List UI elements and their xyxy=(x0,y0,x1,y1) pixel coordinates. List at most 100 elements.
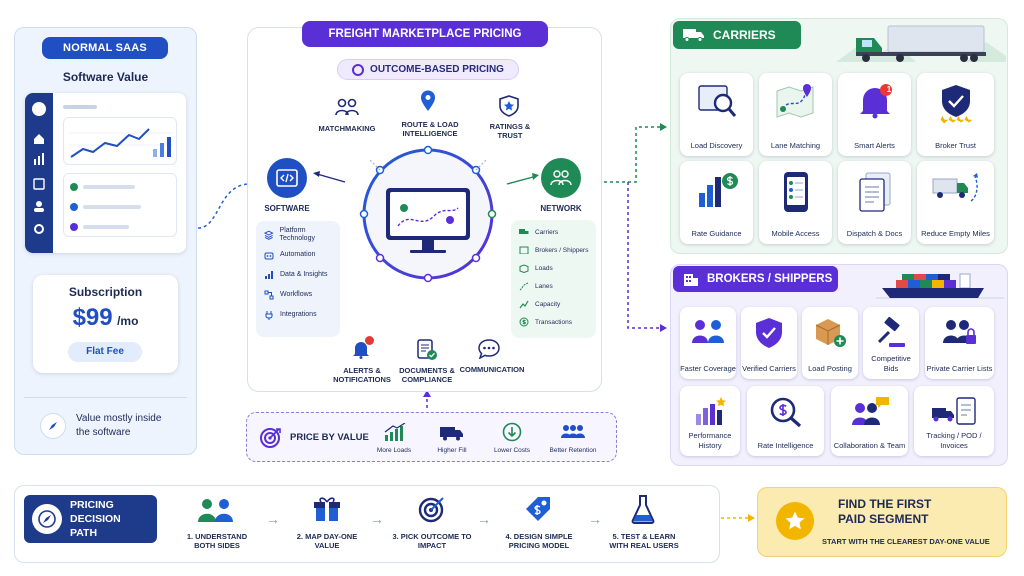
shield-check-icon xyxy=(940,85,972,123)
broker-tile-rate-intelligence: Rate Intelligence xyxy=(747,386,824,456)
arrow-icon: → xyxy=(477,511,491,527)
outcome-pricing-label: OUTCOME-BASED PRICING xyxy=(370,64,504,75)
ratings-icon xyxy=(499,95,519,117)
network-list: Carriers Brokers / Shippers Loads Lanes … xyxy=(511,220,596,338)
dashboard-list-card xyxy=(63,173,177,237)
sidebar-nav-icons xyxy=(33,134,45,234)
step-label: 5. TEST & LEARN WITH REAL USERS xyxy=(609,532,679,550)
tile-label: Collaboration & Team xyxy=(833,440,906,450)
tile-label: Dispatch & Docs xyxy=(846,228,903,238)
feature-row: Automation xyxy=(256,245,340,265)
tile-label: Lane Matching xyxy=(770,140,821,150)
broker-tile-verified-carriers: Verified Carriers xyxy=(741,307,797,379)
price-unit: /mo xyxy=(117,314,139,328)
private-team-icon xyxy=(942,320,976,344)
communication-icon xyxy=(478,339,500,359)
arrow-icon: → xyxy=(588,511,602,527)
bell-alert-icon xyxy=(859,84,892,119)
feature-row: Data & Insights xyxy=(256,265,340,285)
network-row: Loads xyxy=(511,259,596,277)
subscription-title: Subscription xyxy=(68,285,143,299)
feature-row: Workflows xyxy=(256,285,340,305)
price-row: $99 /mo xyxy=(33,304,178,332)
mobile-phone-icon xyxy=(783,172,808,212)
network-label: Loads xyxy=(535,264,553,272)
network-label: Brokers / Shippers xyxy=(535,246,589,254)
step3-target-icon xyxy=(418,497,444,523)
tile-label: Reduce Empty Miles xyxy=(921,228,990,238)
collaboration-icon xyxy=(851,397,889,425)
price-by-value-box xyxy=(246,412,617,462)
divider-line xyxy=(24,397,187,398)
compass-needle-icon xyxy=(49,422,57,430)
compass-icon xyxy=(32,504,62,534)
ratings-label: RATINGS & TRUST xyxy=(489,122,531,140)
alerts-label: ALERTS & NOTIFICATIONS xyxy=(333,366,391,384)
software-label: SOFTWARE xyxy=(264,204,310,213)
tile-label: Rate Intelligence xyxy=(757,440,814,450)
software-dashboard-mock xyxy=(25,93,186,253)
decision-path-header: PRICING DECISION PATH xyxy=(24,495,157,543)
box-icon xyxy=(519,263,529,273)
network-label: Capacity xyxy=(535,300,561,308)
rate-chart-icon xyxy=(698,173,738,207)
star-icon xyxy=(785,511,805,530)
tile-label: Faster Coverage xyxy=(680,363,736,373)
broker-tile-faster-coverage: Faster Coverage xyxy=(680,307,736,379)
carrier-tile-load-discovery: Load Discovery xyxy=(680,73,753,156)
building-icon xyxy=(684,274,698,286)
brokers-title: BROKERS / SHIPPERS xyxy=(707,273,833,285)
tile-label: Private Carrier Lists xyxy=(926,363,993,373)
alert-count: 1 xyxy=(886,85,892,94)
bar-chart-icon xyxy=(265,271,273,279)
bell-icon xyxy=(353,342,369,359)
hub-ring xyxy=(359,145,497,283)
price-by-value-label: PRICE BY VALUE xyxy=(290,432,369,443)
arrow-icon: → xyxy=(370,511,384,527)
trend-chart xyxy=(69,128,173,158)
feature-label: Data & Insights xyxy=(280,271,328,279)
step-label: 4. DESIGN SIMPLE PRICING MODEL xyxy=(505,532,573,550)
carrier-tile-broker-trust: Broker Trust xyxy=(917,73,994,156)
network-row: Lanes xyxy=(511,277,596,295)
step-label: 3. PICK OUTCOME TO IMPACT xyxy=(392,532,472,550)
carrier-tile-lane-matching: Lane Matching xyxy=(759,73,832,156)
carrier-tile-mobile-access: Mobile Access xyxy=(759,161,832,244)
step-label: 2. MAP DAY-ONE VALUE xyxy=(296,532,358,550)
price-item-label: Lower Costs xyxy=(493,447,531,454)
dollar-icon xyxy=(519,317,529,327)
higher-fill-icon xyxy=(440,427,463,441)
communication-label: COMMUNICATION xyxy=(459,365,525,374)
network-row: Transactions xyxy=(511,313,596,331)
broker-tile-load-posting: Load Posting xyxy=(802,307,858,379)
step1-icon xyxy=(198,499,233,522)
brokers-header: BROKERS / SHIPPERS xyxy=(673,266,838,292)
rate-search-icon xyxy=(770,397,801,428)
software-feature-list: Platform Technology Automation Data & In… xyxy=(256,221,340,337)
price-item-label: Better Retention xyxy=(549,447,597,454)
network-row: Brokers / Shippers xyxy=(511,241,596,259)
carrier-tile-rate-guidance: Rate Guidance xyxy=(680,161,753,244)
gavel-icon xyxy=(877,317,905,347)
dashboard-list xyxy=(70,183,141,231)
semi-truck-illustration xyxy=(836,25,1006,62)
matchmaking-icon xyxy=(335,98,359,116)
layers-icon xyxy=(264,230,274,240)
feature-label: Integrations xyxy=(280,311,317,319)
tile-label: Tracking / POD / Invoices xyxy=(926,431,982,450)
alerts-badge xyxy=(365,336,374,345)
feature-row: Integrations xyxy=(256,305,340,325)
broker-tile-collaboration: Collaboration & Team xyxy=(831,386,908,456)
software-node xyxy=(267,158,307,198)
alerts-icon-wrap xyxy=(351,336,375,361)
cargo-ship-illustration xyxy=(876,273,1004,299)
truck-icon xyxy=(519,229,529,234)
network-label: Carriers xyxy=(535,228,559,236)
carriers-title: CARRIERS xyxy=(713,28,776,42)
tile-label: Rate Guidance xyxy=(691,228,742,238)
truck-icon xyxy=(683,29,704,42)
tile-label: Broker Trust xyxy=(935,140,976,150)
center-title: FREIGHT MARKETPLACE PRICING xyxy=(302,21,548,47)
performance-chart-icon xyxy=(696,397,726,425)
step2-gift-icon xyxy=(314,497,340,521)
